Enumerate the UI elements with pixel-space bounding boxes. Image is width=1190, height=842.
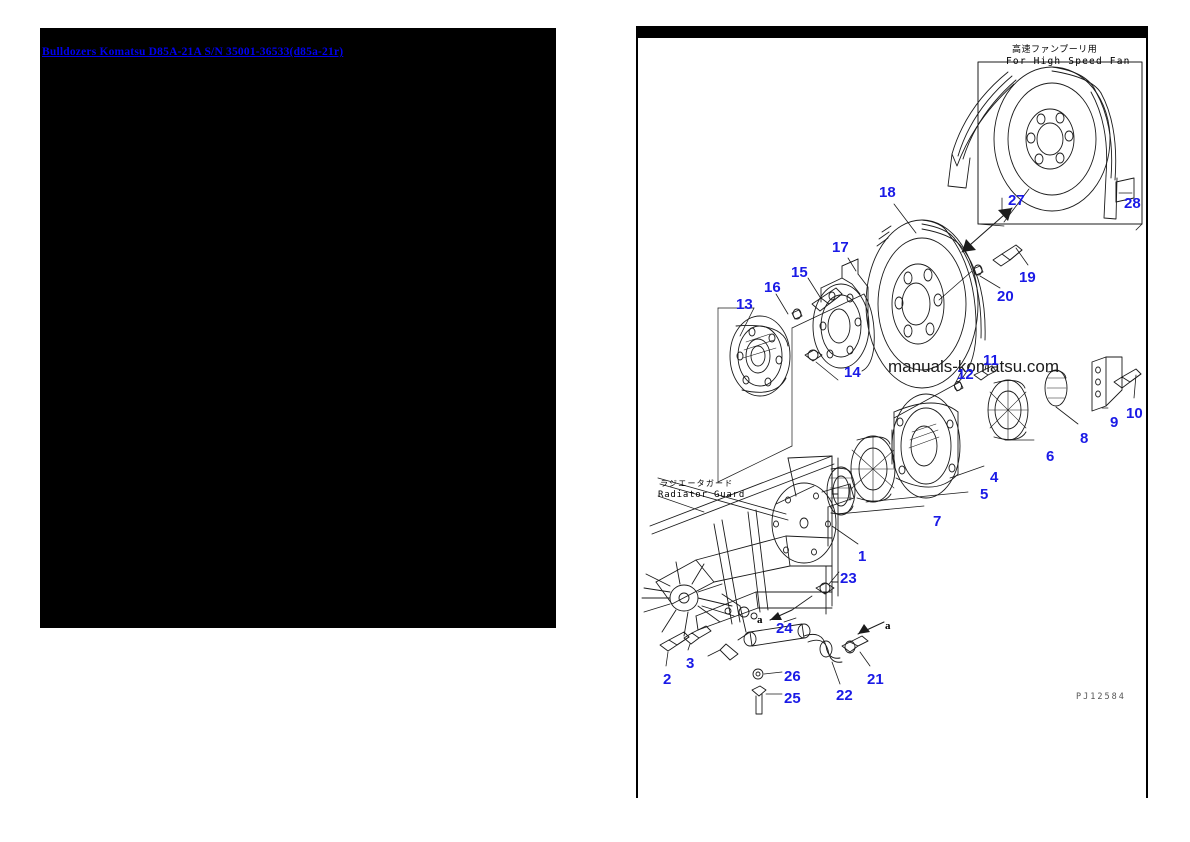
inset-title-japanese: 高速ファンプーリ用 xyxy=(1012,45,1098,55)
section-marker-a: a xyxy=(885,620,891,632)
callout-number-19: 19 xyxy=(1019,269,1036,286)
callout-number-15: 15 xyxy=(791,264,808,281)
callout-number-24: 24 xyxy=(776,620,793,637)
link-24 xyxy=(707,593,811,661)
callout-number-21: 21 xyxy=(867,671,884,688)
radiator-guard-label-english: Radiator Guard xyxy=(658,490,746,500)
main-fan-pulley xyxy=(865,219,986,389)
callout-number-17: 17 xyxy=(832,239,849,256)
radiator-guard-frame xyxy=(641,455,835,637)
callout-number-23: 23 xyxy=(840,570,857,587)
page-top-border xyxy=(636,26,1148,38)
callout-number-2: 2 xyxy=(663,671,672,688)
callout-number-28: 28 xyxy=(1124,195,1141,212)
inset-frame xyxy=(977,61,1143,225)
callout-number-11: 11 xyxy=(983,352,999,369)
radiator-guard-label-japanese: ラジエータガード xyxy=(660,479,734,488)
rod-22 xyxy=(803,633,843,663)
cap-8 xyxy=(1044,369,1068,407)
callout-number-26: 26 xyxy=(784,668,801,685)
callout-number-10: 10 xyxy=(1126,405,1143,422)
seal-7 xyxy=(826,466,856,516)
callout-number-8: 8 xyxy=(1080,430,1089,447)
callout-number-1: 1 xyxy=(858,548,867,565)
callout-number-13: 13 xyxy=(736,296,753,313)
bearing-5 xyxy=(850,435,896,503)
callout-number-22: 22 xyxy=(836,687,853,704)
fan-drive-plate-1 xyxy=(771,482,855,564)
bolt-15 xyxy=(811,287,843,312)
bolt-3 xyxy=(683,625,712,645)
callout-27-arrow xyxy=(961,197,1013,253)
document-viewer-panel: Bulldozers Komatsu D85A-21A S/N 35001-36… xyxy=(40,28,556,628)
page-right-border xyxy=(1146,38,1148,798)
inset-title-english: For High Speed Fan xyxy=(1006,56,1131,67)
washer-12 xyxy=(953,381,964,392)
bolt-25 xyxy=(751,685,767,715)
callout-number-14: 14 xyxy=(844,364,861,381)
callout-number-25: 25 xyxy=(784,690,801,707)
bolt-10 xyxy=(1113,368,1142,389)
housing-4 xyxy=(891,393,961,499)
technical-drawing xyxy=(636,26,1148,798)
callout-number-12: 12 xyxy=(957,366,974,383)
bolt-11 xyxy=(973,365,997,381)
callout-number-3: 3 xyxy=(686,655,695,672)
page-left-border xyxy=(636,38,638,798)
inset-pulley xyxy=(947,66,1135,220)
callout-number-18: 18 xyxy=(879,184,896,201)
section-arrow-left xyxy=(769,595,813,621)
callout-number-20: 20 xyxy=(997,288,1014,305)
bolt-19 xyxy=(992,244,1023,267)
callout-number-9: 9 xyxy=(1110,414,1119,431)
bracket-9 xyxy=(1091,356,1123,412)
section-marker-a: a xyxy=(757,614,763,626)
construction-lines xyxy=(717,293,865,483)
hub-plate-13 xyxy=(729,315,791,397)
washer-16 xyxy=(791,308,803,320)
callout-number-16: 16 xyxy=(764,279,781,296)
callout-number-27: 27 xyxy=(1008,192,1025,209)
callout-number-7: 7 xyxy=(933,513,942,530)
bolt-2 xyxy=(659,631,690,652)
document-title-link[interactable]: Bulldozers Komatsu D85A-21A S/N 35001-36… xyxy=(42,46,344,58)
fitting-21 xyxy=(841,635,869,654)
section-arrow-right xyxy=(857,621,885,635)
parts-diagram-page: 高速ファンプーリ用 For High Speed Fan ラジエータガード Ra… xyxy=(636,26,1148,798)
callout-number-6: 6 xyxy=(1046,448,1055,465)
sheet-code: PJ12584 xyxy=(1076,692,1126,702)
washer-20 xyxy=(972,264,984,276)
flange-17 xyxy=(812,258,875,372)
callout-number-5: 5 xyxy=(980,486,989,503)
callout-number-4: 4 xyxy=(990,469,999,486)
washer-26 xyxy=(752,668,764,680)
bearing-6 xyxy=(987,379,1029,441)
nut-14 xyxy=(804,349,823,362)
